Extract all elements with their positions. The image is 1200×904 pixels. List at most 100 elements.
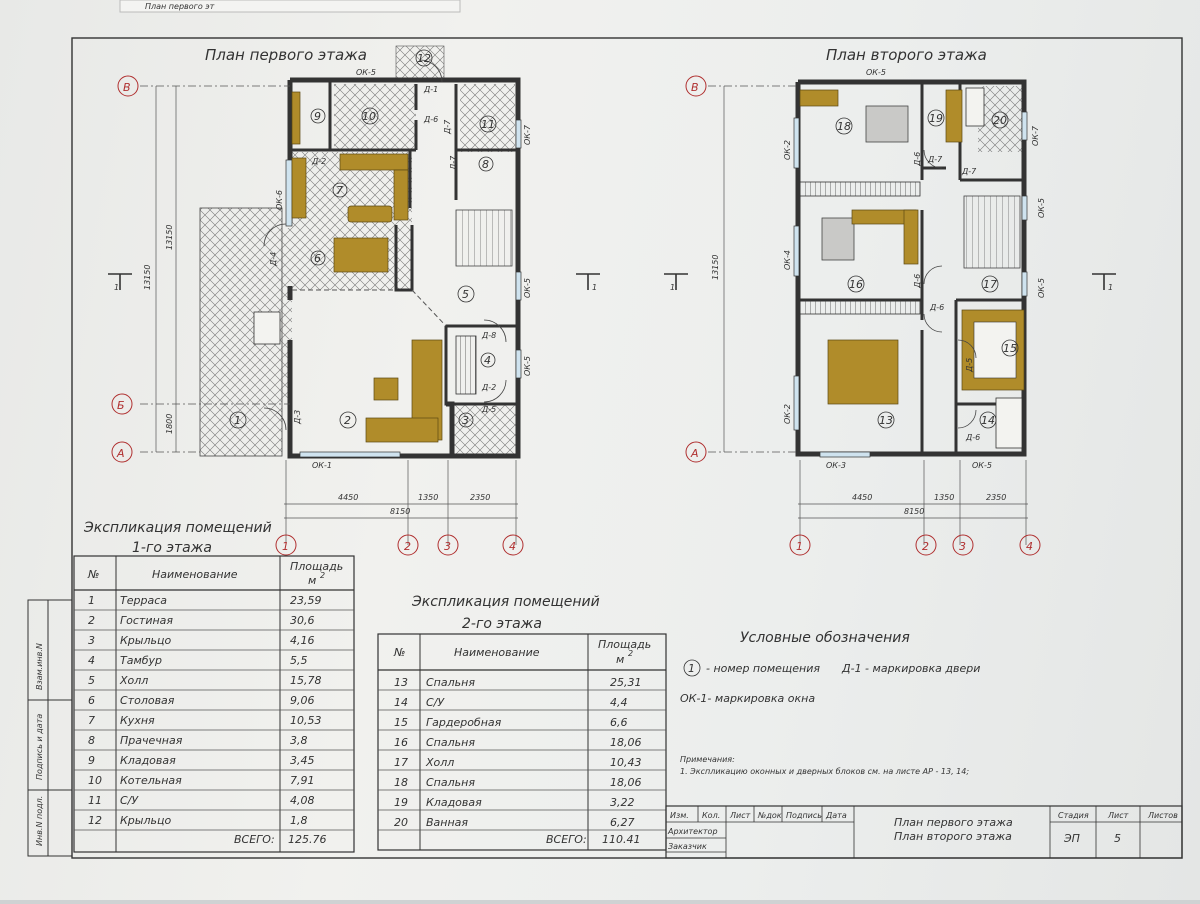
porch-floor	[452, 404, 516, 454]
table1-row-9-col-2: 7,91	[290, 774, 315, 787]
table2-row-1-col-1: С/У	[426, 696, 445, 709]
label2-ok5-top: ОК-5	[866, 68, 886, 77]
stamp-sheets-label: Листов	[1147, 811, 1178, 820]
table2-row-6-col-2: 3,22	[610, 796, 635, 809]
table2-row-3-col-0: 16	[394, 736, 408, 749]
legend-room-text: - номер помещения	[706, 662, 820, 675]
room-11-label: 11	[481, 118, 495, 131]
notes-title: Примечания:	[680, 755, 735, 764]
wardrobe-18	[799, 181, 921, 197]
label2-d6-b: Д-6	[913, 274, 922, 289]
window-ok6	[285, 159, 293, 227]
label2-ok5-a: ОК-5	[1037, 198, 1046, 218]
table2-row-7-col-0: 20	[394, 816, 408, 829]
window-ok5-a	[515, 271, 522, 301]
table1-row-7-col-0: 8	[88, 734, 95, 747]
svg-text:2: 2	[320, 571, 325, 580]
table1-row-8-col-2: 3,45	[290, 754, 315, 767]
room-10-label: 10	[362, 110, 376, 123]
label2-d7-b: Д-7	[961, 167, 977, 176]
drawing-frame	[71, 37, 1183, 859]
table2-row-0-col-0: 13	[394, 676, 408, 689]
table1-row-9-col-0: 10	[88, 774, 102, 787]
section-mark-left: 1	[114, 283, 119, 292]
window-ok5-b	[515, 349, 522, 379]
table2-row-5-col-1: Спальня	[426, 776, 475, 789]
legend: Условные обозначения 1 - номер помещения…	[680, 630, 980, 776]
label2-ok4: ОК-4	[783, 250, 792, 270]
label-ok7: ОК-7	[523, 124, 532, 145]
table1-row-10-col-2: 4,08	[290, 794, 315, 807]
terrace-edge	[282, 228, 292, 398]
desk-16-side	[903, 209, 919, 265]
table2-row-0-col-2: 25,31	[610, 676, 642, 689]
kitchen-counter-left	[291, 157, 307, 219]
table1-row-1-col-2: 30,6	[290, 614, 315, 627]
legend-door-text: Д-1 - маркировка двери	[841, 662, 980, 675]
dim-first-1350: 1350	[418, 493, 438, 502]
axis-3-first: 3	[444, 540, 451, 553]
table2-row-7-col-1: Ванная	[426, 816, 468, 829]
window-ok5-2b	[1021, 271, 1028, 297]
dim-first-8150: 8150	[390, 507, 410, 516]
table1-row-5-col-0: 6	[88, 694, 95, 707]
table-second-floor: Экспликация помещений 2-го этажа № Наиме…	[377, 594, 667, 851]
axis-v-second: В	[691, 81, 699, 94]
window-ok2-bottom	[793, 375, 800, 431]
dim2-left: 13150	[711, 255, 720, 280]
stamp-h-kol: Кол.	[702, 811, 720, 820]
room-19-label: 19	[929, 112, 943, 125]
stamp-architect: Архитектор	[667, 827, 718, 836]
door-d2-arc	[483, 379, 507, 403]
table1-title2: 1-го этажа	[132, 540, 212, 556]
section-mark-second-left: 1	[670, 283, 675, 292]
kitchen-counter-top	[339, 153, 409, 171]
table1-header-num: №	[87, 568, 99, 581]
table1-row-10-col-0: 11	[88, 794, 102, 807]
table2-row-2-col-1: Гардеробная	[426, 716, 502, 729]
top-sheet-edge	[119, 0, 461, 13]
table1-row-3-col-0: 4	[88, 654, 95, 667]
table2-total-label: ВСЕГО:	[546, 833, 587, 846]
label-d7-b: Д-7	[449, 155, 458, 171]
table2-row-5-col-0: 18	[394, 776, 408, 789]
table2-title1: Экспликация помещений	[411, 594, 600, 610]
stamp-sheet: 5	[1114, 832, 1121, 845]
window-ok3	[819, 451, 871, 458]
section-mark-second-right: 1	[1108, 283, 1113, 292]
table2-header-num: №	[393, 646, 405, 659]
axis-4-second: 4	[1026, 540, 1033, 553]
axis-2-first: 2	[404, 540, 411, 553]
door-d6-2c	[923, 313, 943, 333]
door-d6-2d	[957, 409, 977, 429]
vestibule-wardrobe	[455, 335, 477, 395]
side-stamp-replace: Взам.инв.N	[35, 643, 44, 690]
table2-title2: 2-го этажа	[462, 616, 542, 632]
stamp-h-date: Дата	[825, 811, 847, 820]
pantry-shelves	[291, 91, 301, 145]
label2-ok3: ОК-3	[826, 461, 846, 470]
label2-d6-a: Д-6	[913, 152, 922, 167]
dim-left-3: 1800	[165, 414, 174, 434]
sofa-seat	[365, 417, 439, 443]
room-16-label: 16	[849, 278, 863, 291]
table1-row-8-col-1: Кладовая	[120, 754, 176, 767]
table1-row-3-col-2: 5,5	[290, 654, 308, 667]
kitchen-island	[347, 205, 393, 223]
dining-table	[333, 237, 389, 273]
label2-d7-a: Д-7	[927, 155, 943, 164]
table2-row-2-col-0: 15	[394, 716, 408, 729]
first-floor-plan: План первого этажа	[108, 45, 600, 556]
shower	[995, 397, 1023, 449]
table1-row-1-col-0: 2	[88, 614, 95, 627]
stamp-sheet-label: Лист	[1107, 811, 1129, 820]
dim-first-4450: 4450	[338, 493, 358, 502]
dim-first-2350: 2350	[470, 493, 490, 502]
room-14-label: 14	[981, 414, 995, 427]
table2-row-6-col-0: 19	[394, 796, 408, 809]
room-7-label: 7	[336, 184, 343, 197]
first-floor-inner-walls	[290, 80, 518, 406]
